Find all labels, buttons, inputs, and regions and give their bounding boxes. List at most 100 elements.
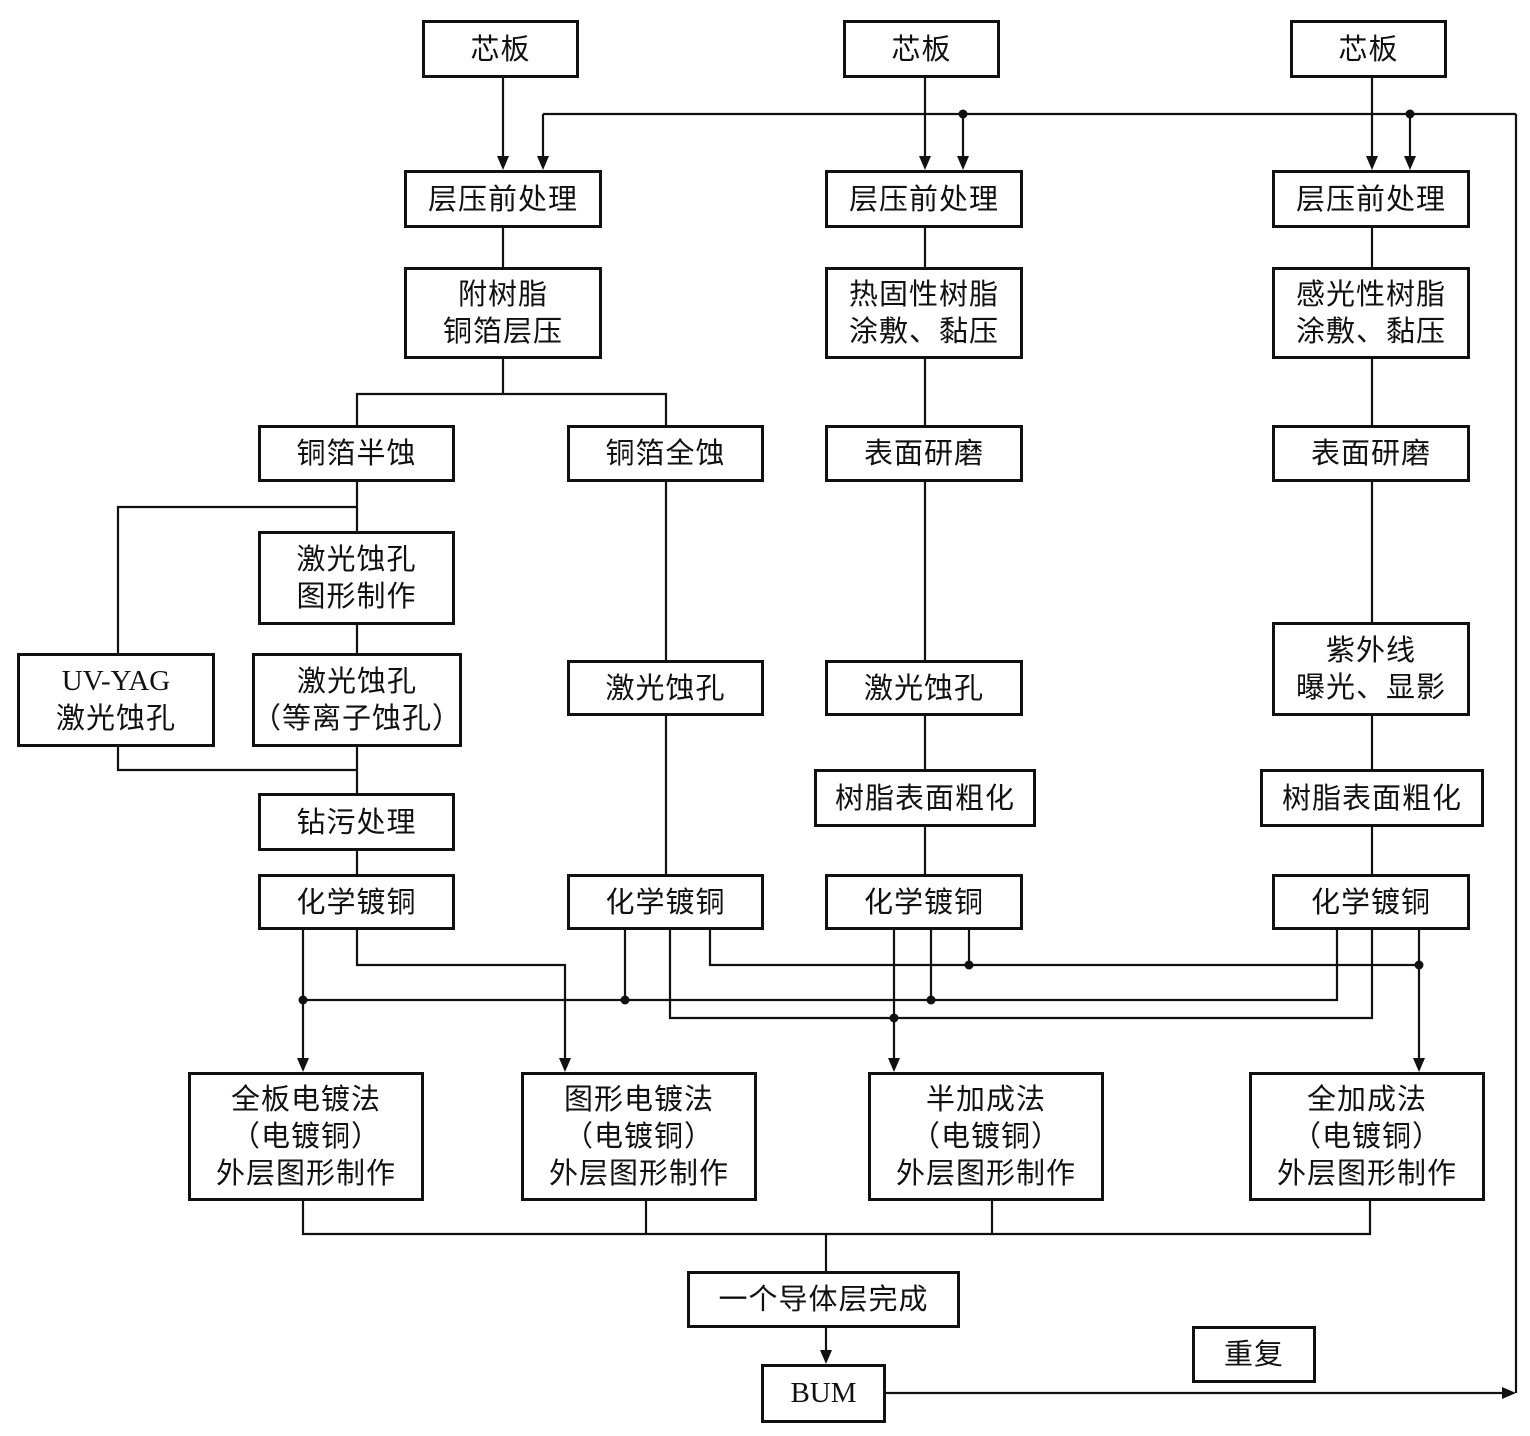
node-label: 半加成法	[925, 1082, 1046, 1116]
resin-surface-roughening-middle: 树脂表面粗化	[814, 769, 1036, 827]
node-label: 层压前处理	[1295, 181, 1446, 216]
arrowhead	[888, 1058, 900, 1072]
node-label: 全板电镀法	[230, 1082, 381, 1116]
bum-output: BUM	[761, 1364, 886, 1423]
arrowhead	[957, 156, 969, 170]
node-label: 铜箔半蚀	[296, 436, 417, 470]
node-label: 附树脂	[457, 277, 548, 311]
node-label: 重复	[1223, 1337, 1284, 1371]
node-label: 全加成法	[1306, 1082, 1427, 1116]
pre-lamination-right: 层压前处理	[1272, 170, 1470, 228]
node-label: 感光性树脂	[1295, 277, 1446, 311]
junction-dot	[298, 995, 308, 1005]
node-label: 图形电镀法	[563, 1082, 714, 1116]
node-label: 激光蚀孔	[55, 701, 176, 735]
node-label: 热固性树脂	[848, 277, 999, 311]
junction-dot	[620, 995, 630, 1005]
semi-additive-method: 半加成法 （电镀铜） 外层图形制作	[868, 1072, 1104, 1201]
node-label: 表面研磨	[1310, 436, 1431, 470]
connector	[668, 930, 1374, 1020]
node-label: 芯板	[891, 31, 952, 66]
node-label: BUM	[790, 1377, 857, 1409]
connector	[708, 930, 1419, 967]
pre-lamination-left: 层压前处理	[404, 170, 602, 228]
laser-drilling-b: 激光蚀孔	[567, 660, 764, 716]
node-label: 激光蚀孔	[296, 542, 417, 576]
desmear: 钻污处理	[258, 793, 455, 851]
copper-foil-half-etch: 铜箔半蚀	[258, 425, 455, 482]
node-label: （等离子蚀孔）	[252, 701, 463, 735]
surface-grinding-middle: 表面研磨	[825, 425, 1023, 482]
electroless-copper-a: 化学镀铜	[258, 874, 455, 930]
junction-dot	[1414, 960, 1424, 970]
node-label: 曝光、显影	[1295, 670, 1446, 704]
junction-dot	[889, 1013, 899, 1023]
node-label: 化学镀铜	[863, 884, 984, 919]
node-label: 层压前处理	[427, 181, 578, 216]
junction-dot	[926, 995, 936, 1005]
node-label: 铜箔层压	[442, 314, 563, 348]
core-board-left: 芯板	[422, 20, 579, 78]
photosensitive-resin-coating: 感光性树脂 涂敷、黏压	[1272, 267, 1470, 359]
arrowhead	[497, 156, 509, 170]
node-label: 涂敷、黏压	[848, 314, 999, 348]
connector	[301, 1200, 1372, 1236]
node-label: 芯板	[1338, 31, 1399, 66]
node-label: 激光蚀孔	[605, 670, 726, 705]
node-label: 外层图形制作	[548, 1156, 729, 1190]
arrowhead	[1502, 1387, 1516, 1399]
node-label: UV-YAG	[61, 665, 171, 697]
repeat-label: 重复	[1192, 1326, 1316, 1383]
junction-dot	[1405, 109, 1415, 119]
copper-foil-full-etch: 铜箔全蚀	[567, 425, 764, 482]
arrowhead	[1413, 1058, 1425, 1072]
resin-surface-roughening-right: 树脂表面粗化	[1260, 769, 1484, 827]
node-label: 外层图形制作	[1276, 1156, 1457, 1190]
pre-lamination-middle: 层压前处理	[825, 170, 1023, 228]
node-label: 树脂表面粗化	[1281, 780, 1462, 815]
electroless-copper-d: 化学镀铜	[1272, 874, 1470, 930]
arrowhead	[559, 1058, 571, 1072]
laser-drilling-c: 激光蚀孔	[825, 660, 1023, 716]
node-label: 树脂表面粗化	[834, 780, 1015, 815]
arrowhead	[1366, 156, 1378, 170]
node-label: （电镀铜）	[563, 1119, 714, 1153]
thermoset-resin-coating: 热固性树脂 涂敷、黏压	[825, 267, 1023, 359]
one-conductor-layer-complete: 一个导体层完成	[687, 1271, 960, 1328]
node-label: 化学镀铜	[605, 884, 726, 919]
surface-grinding-right: 表面研磨	[1272, 425, 1470, 482]
laser-pattern-making: 激光蚀孔 图形制作	[258, 531, 455, 625]
uv-yag-laser-drilling: UV-YAG 激光蚀孔	[17, 653, 215, 747]
node-label: 表面研磨	[863, 436, 984, 470]
node-label: 激光蚀孔	[863, 670, 984, 705]
node-label: 层压前处理	[848, 181, 999, 216]
connector	[303, 930, 1339, 1002]
pattern-plating-method: 图形电镀法 （电镀铜） 外层图形制作	[521, 1072, 757, 1201]
arrowhead	[919, 156, 931, 170]
node-label: 外层图形制作	[895, 1156, 1076, 1190]
arrowhead	[820, 1350, 832, 1364]
connector	[116, 747, 357, 772]
laser-plasma-drilling: 激光蚀孔 （等离子蚀孔）	[252, 653, 462, 747]
node-label: 一个导体层完成	[718, 1282, 929, 1316]
electroless-copper-b: 化学镀铜	[567, 874, 764, 930]
junction-dot	[958, 109, 968, 119]
core-board-middle: 芯板	[843, 20, 1000, 78]
node-label: 涂敷、黏压	[1295, 314, 1446, 348]
core-board-right: 芯板	[1290, 20, 1447, 78]
arrowhead	[1404, 156, 1416, 170]
node-label: 图形制作	[296, 579, 417, 613]
node-label: 紫外线	[1325, 633, 1416, 667]
junction-dot	[964, 960, 974, 970]
node-label: 芯板	[470, 31, 531, 66]
electroless-copper-c: 化学镀铜	[825, 874, 1023, 930]
full-additive-method: 全加成法 （电镀铜） 外层图形制作	[1249, 1072, 1485, 1201]
connector	[355, 392, 668, 425]
node-label: （电镀铜）	[230, 1119, 381, 1153]
panel-plating-method: 全板电镀法 （电镀铜） 外层图形制作	[188, 1072, 424, 1201]
node-label: 钻污处理	[296, 804, 417, 839]
connector	[116, 505, 357, 653]
node-label: 外层图形制作	[215, 1156, 396, 1190]
node-label: 化学镀铜	[296, 884, 417, 919]
